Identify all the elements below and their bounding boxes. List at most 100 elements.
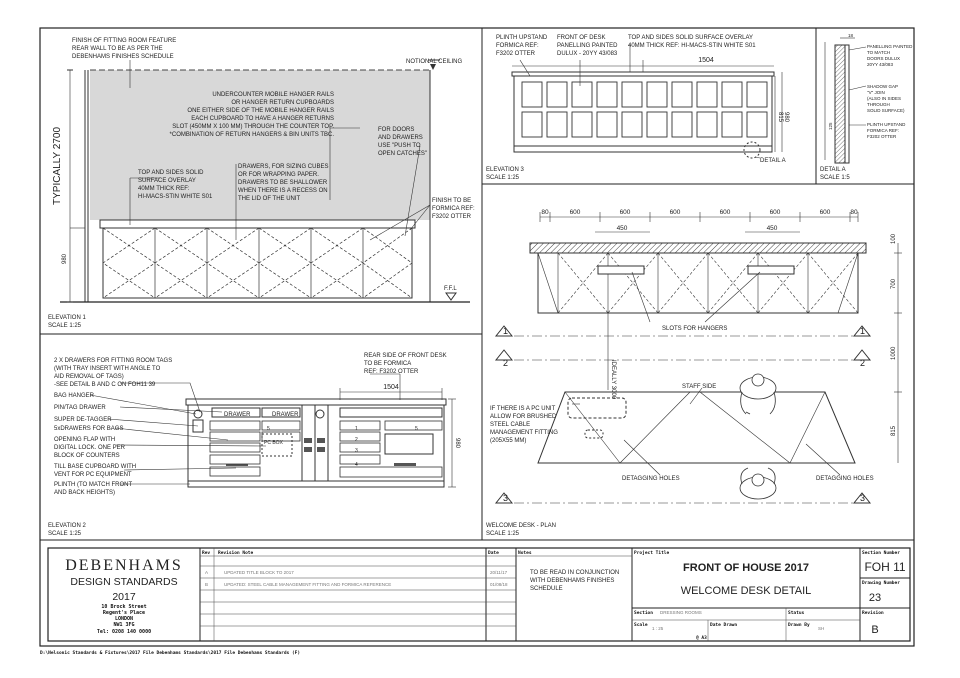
- e3-plinth-1: PLINTH UPSTAND: [496, 35, 548, 41]
- e3-top-1: TOP AND SIDES SOLID SURFACE OVERLAY: [628, 35, 753, 41]
- panel: [571, 81, 593, 108]
- panel: [746, 81, 768, 108]
- elevation-3: PLINTH UPSTAND FORMICA REF: F3202 OTTER …: [486, 35, 789, 181]
- drawer: [209, 454, 261, 465]
- plan-dim-100: 100: [891, 233, 897, 244]
- section-1-right: 1: [860, 326, 865, 336]
- panel: [546, 81, 568, 108]
- file-path-footer: D:\Nelsonic Standards & Fixtures\2017 Fi…: [40, 650, 300, 656]
- title-block: DEBENHAMS DESIGN STANDARDS 2017 10 Brock…: [47, 547, 911, 642]
- elev1-title: ELEVATION 1: [48, 315, 86, 321]
- elev2-flap-2: DIGITAL LOCK. ONE PER: [54, 445, 126, 451]
- project-title-label: Project Title: [634, 549, 670, 556]
- section-label: Section: [634, 610, 653, 616]
- note-under-3: ONE EITHER SIDE OF THE MOBILE HANGER RAI…: [187, 108, 334, 114]
- panel: [671, 111, 693, 138]
- detail-a: PANELLING PAINTED TO MATCH DOORS DULUX 2…: [820, 33, 913, 181]
- rev-a-note: UPDATED TITLE BLOCK TO 2017: [224, 570, 294, 575]
- revision-note-header: Revision Note: [218, 550, 254, 556]
- status-label: Status: [788, 610, 805, 616]
- elev2-flap-1: OPENING FLAP WITH: [54, 437, 115, 443]
- dim-label: 600: [570, 209, 581, 216]
- e3-dim-980: 980: [783, 112, 789, 123]
- elev1-scale: SCALE 1:25: [48, 323, 82, 329]
- rev-b-date: 01/08/18: [490, 582, 508, 587]
- section-2-left: 2: [503, 358, 508, 368]
- elev2-till-1: TILL BASE CUPBOARD WITH: [54, 464, 136, 470]
- dim-980-elev1: 980: [62, 253, 68, 264]
- e3-front-1: FRONT OF DESK: [557, 35, 606, 41]
- plan-dim-450-left: 450: [617, 225, 628, 232]
- elevation-2: DRAWER DRAWER PC BOX 5 1 2 3 4 5 1504 98…: [48, 353, 460, 537]
- drawer: [209, 442, 261, 453]
- plan-detag-left: DETAGGING HOLES: [622, 476, 680, 482]
- elev2-num-5b: 5: [415, 426, 418, 432]
- drawing-number: 23: [869, 592, 881, 604]
- drawer: [339, 454, 381, 465]
- plan-pc-2: ALLOW FOR BRUSHED: [490, 414, 557, 420]
- customer-figure: [739, 467, 777, 500]
- plan-pc-4: MANAGEMENT FITTING: [490, 430, 558, 436]
- drawer: [261, 420, 301, 431]
- e3-detail-a: DETAIL A: [760, 158, 786, 164]
- detail-a-note-9: SOLID SURFACE): [867, 108, 905, 113]
- cell-diagonal: [707, 252, 759, 314]
- detail-a-note-7: (ALSO IN SIDES: [867, 96, 901, 101]
- panel: [746, 111, 768, 138]
- elev3-panels: [521, 81, 768, 138]
- panel: [621, 81, 643, 108]
- note-under-5: SLOT (450MM X 100 MM) THROUGH THE COUNTE…: [172, 124, 334, 130]
- project-title: FRONT OF HOUSE 2017: [683, 562, 809, 574]
- drawn-by-value: SH: [818, 626, 824, 631]
- desk-top-hatched: [529, 242, 867, 254]
- dim-label: 600: [770, 209, 781, 216]
- panel: [596, 81, 618, 108]
- panel: [521, 81, 543, 108]
- elevation-1: FINISH OF FITTING ROOM FEATURE REAR WALL…: [48, 38, 475, 329]
- panel: [596, 111, 618, 138]
- plan-dim-815: 815: [891, 425, 897, 436]
- panel: [546, 111, 568, 138]
- staff-figure: [739, 373, 777, 415]
- plan-pc-1: IF THERE IS A PC UNIT: [490, 406, 556, 412]
- detail-a-note-4: 20YY 43/083: [867, 62, 893, 67]
- label-ffl: F.F.L: [444, 286, 457, 292]
- note-finish-wall-3: DEBENHAMS FINISHES SCHEDULE: [72, 54, 174, 60]
- panel: [671, 81, 693, 108]
- cell-diagonal: [557, 252, 609, 314]
- elev2-super: SUPER DE-TAGGER: [54, 417, 112, 423]
- elev2-note-drawers-2: (WITH TRAY INSERT WITH ANGLE TO: [54, 366, 161, 372]
- plan-cells: [537, 252, 859, 314]
- detail-a-dim-125: 125: [828, 122, 833, 130]
- plan-slots: SLOTS FOR HANGERS: [662, 326, 727, 332]
- e3-scale: SCALE 1:25: [486, 175, 520, 181]
- telephone: Tel: 0208 140 0000: [97, 629, 151, 635]
- dim-label: 600: [620, 209, 631, 216]
- design-year: 2017: [112, 591, 136, 603]
- detail-a-note-6: "V" JOIN: [867, 90, 885, 95]
- elev2-note-drawers-1: 2 X DRAWERS FOR FITTING ROOM TAGS: [54, 358, 172, 364]
- cell-diagonal: [757, 252, 809, 314]
- elev2-note-drawers-4: -SEE DETAIL B AND C ON FOH11 39: [54, 382, 156, 388]
- note-draw-5: THE LID OF THE UNIT: [238, 196, 301, 202]
- cell-diagonal: [557, 252, 609, 314]
- cell-diagonal: [807, 252, 859, 314]
- date-header: Date: [488, 550, 499, 556]
- section-1-left: 1: [503, 326, 508, 336]
- detail-a-note-10: PLINTH UPSTAND: [867, 122, 906, 127]
- cell-diagonal: [707, 252, 759, 314]
- note-draw-1: DRAWERS, FOR SIZING CUBES: [238, 164, 328, 170]
- revision-row-lines: [200, 565, 516, 627]
- plan-title: WELCOME DESK - PLAN: [486, 523, 556, 529]
- scale-value: 1 : 25: [652, 626, 664, 631]
- elev2-plinth-2: AND BACK HEIGHTS): [54, 490, 115, 496]
- note-top-4: HI-MACS-STIN WHITE S01: [138, 194, 213, 200]
- address-line-2: Regent's Place: [103, 610, 145, 616]
- section-value: DRESSING ROOMS: [660, 610, 702, 615]
- drawer: [209, 420, 261, 431]
- note-under-4: EACH CUPBOARD TO HAVE A HANGER RETURNS: [191, 116, 334, 122]
- plan-dim-700: 700: [891, 278, 897, 289]
- drawer: [209, 431, 261, 442]
- notes-line-1: TO BE READ IN CONJUNCTION: [530, 570, 619, 576]
- elev2-scale: SCALE 1:25: [48, 531, 82, 537]
